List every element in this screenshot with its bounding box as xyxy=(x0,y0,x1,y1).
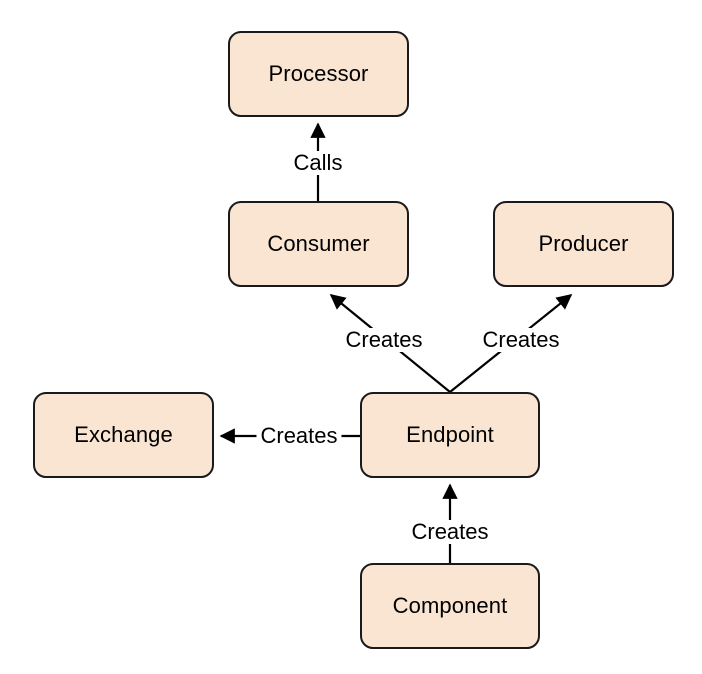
node-label-component: Component xyxy=(392,593,508,618)
edge-label-endpoint-creates-consumer: Creates xyxy=(341,328,427,352)
node-label-producer: Producer xyxy=(538,231,629,256)
edge-label-endpoint-creates-exchange: Creates xyxy=(256,424,342,448)
node-producer[interactable]: Producer xyxy=(493,201,674,287)
edge-label-endpoint-creates-producer: Creates xyxy=(478,328,564,352)
node-label-exchange: Exchange xyxy=(74,422,173,447)
node-label-processor: Processor xyxy=(268,61,369,86)
node-endpoint[interactable]: Endpoint xyxy=(360,392,540,478)
node-processor[interactable]: Processor xyxy=(228,31,409,117)
node-label-endpoint: Endpoint xyxy=(406,422,494,447)
node-label-consumer: Consumer xyxy=(267,231,370,256)
node-consumer[interactable]: Consumer xyxy=(228,201,409,287)
node-component[interactable]: Component xyxy=(360,563,540,649)
edge-label-component-creates-endpoint: Creates xyxy=(407,520,493,544)
edge-label-consumer-calls-processor: Calls xyxy=(289,151,347,175)
node-exchange[interactable]: Exchange xyxy=(33,392,214,478)
